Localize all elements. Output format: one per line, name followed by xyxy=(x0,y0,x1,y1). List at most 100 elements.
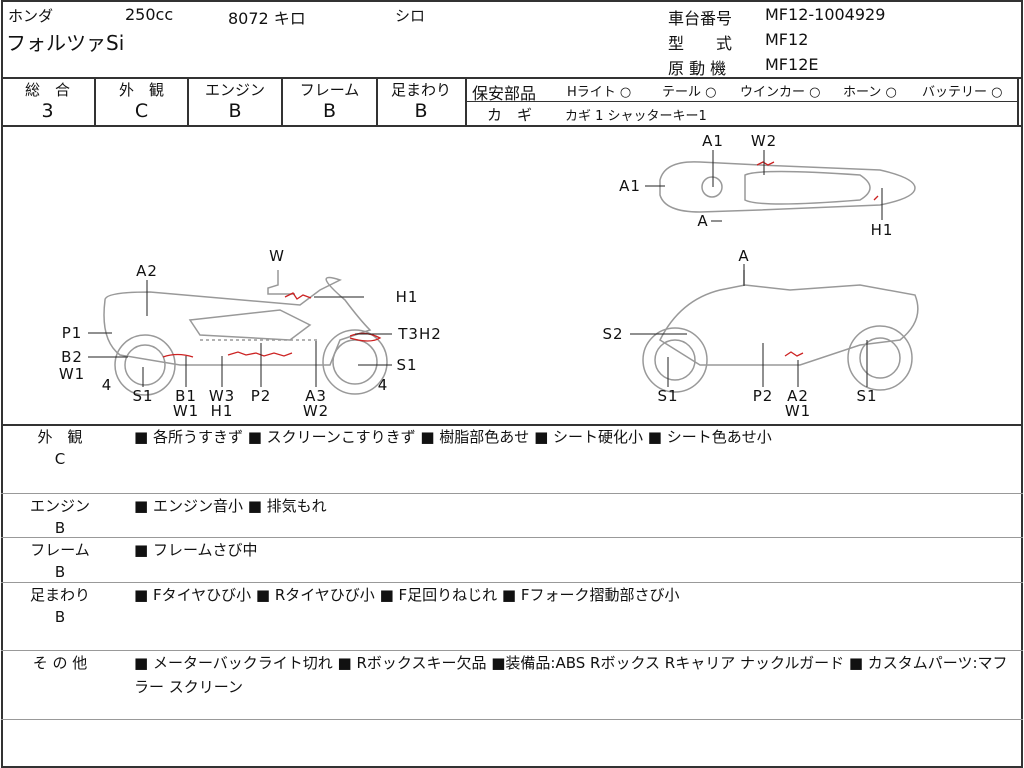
damage-label: S2 xyxy=(602,325,624,343)
divider xyxy=(1017,77,1019,126)
bike-diagram xyxy=(88,150,919,396)
divider xyxy=(1,582,1023,583)
damage-label: B1 xyxy=(175,387,197,405)
grade: B xyxy=(54,519,66,537)
grade-engine-label: エンジン xyxy=(204,81,265,99)
damage-label: W2 xyxy=(750,132,778,150)
key-label: カ ギ xyxy=(487,106,533,124)
maker: ホンダ xyxy=(8,7,54,25)
remark-frame-heading: フレーム B xyxy=(0,539,120,583)
divider xyxy=(1,424,1023,426)
remark-exterior-text: ■ 各所うすきず ■ スクリーンこすりきず ■ 樹脂部色あせ ■ シート硬化小 … xyxy=(134,428,772,446)
grade-suspension-value: B xyxy=(414,100,428,122)
grade-exterior-value: C xyxy=(134,100,149,122)
right-side-bike xyxy=(642,270,919,393)
tire-grade: 4 xyxy=(377,376,389,394)
divider xyxy=(467,101,1017,102)
damage-label: W1 xyxy=(172,402,200,420)
remark-other-heading: そ の 他 xyxy=(0,652,120,674)
damage-label: W3 xyxy=(208,387,236,405)
grade-suspension-label: 足まわり xyxy=(390,81,451,99)
safety-winker: ウインカー ○ xyxy=(740,81,821,100)
status-mark: ○ xyxy=(885,85,897,100)
divider xyxy=(1,719,1023,720)
remark-other-text: ■ メーターバックライト切れ ■ Rボックスキー欠品 ■装備品:ABS Rボック… xyxy=(134,654,1008,696)
damage-label: H1 xyxy=(210,402,234,420)
remark-engine-heading: エンジン B xyxy=(0,495,120,539)
divider xyxy=(1,125,1023,127)
divider xyxy=(376,77,378,126)
damage-label: T3H2 xyxy=(398,325,442,343)
damage-label: H1 xyxy=(395,288,419,306)
damage-label: A3 xyxy=(305,387,327,405)
item-name: テール xyxy=(662,85,702,100)
engine-value: MF12E xyxy=(765,55,819,74)
chassis-label: 車台番号 xyxy=(668,9,733,28)
grade-frame-value: B xyxy=(322,100,337,122)
damage-label: W2 xyxy=(302,402,330,420)
damage-label: A2 xyxy=(787,387,809,405)
chassis-value: MF12-1004929 xyxy=(765,5,886,24)
item-name: バッテリー xyxy=(922,85,988,100)
remark-suspension-text: ■ Fタイヤひび小 ■ Rタイヤひび小 ■ F足回りねじれ ■ Fフォーク摺動部… xyxy=(134,586,680,604)
damage-label: A1 xyxy=(702,132,724,150)
color: シロ xyxy=(395,7,426,25)
remark-frame-text: ■ フレームさび中 xyxy=(134,541,258,559)
heading: 外 観 xyxy=(37,428,83,446)
grade-overall-value: 3 xyxy=(41,100,54,122)
damage-label: P2 xyxy=(250,387,272,405)
label-leaders xyxy=(88,150,883,387)
top-view-bike xyxy=(659,161,916,213)
divider xyxy=(94,77,96,126)
damage-label: S1 xyxy=(856,387,878,405)
damage-label: W1 xyxy=(784,402,812,420)
mileage: 8072 キロ xyxy=(228,9,306,28)
item-name: ホーン xyxy=(843,85,882,100)
damage-label: B2 xyxy=(61,348,83,366)
heading: そ の 他 xyxy=(32,654,88,672)
heading: エンジン xyxy=(29,497,90,515)
status-mark: ○ xyxy=(809,85,821,100)
divider xyxy=(281,77,283,126)
left-side-bike xyxy=(103,270,388,396)
tire-grade: 4 xyxy=(101,376,113,394)
grade: B xyxy=(54,608,66,626)
grade-engine-value: B xyxy=(228,100,242,122)
displacement: 250cc xyxy=(125,5,174,24)
damage-label: A1 xyxy=(619,177,641,195)
model-name: フォルツァSi xyxy=(6,31,125,55)
grade-overall-label: 総 合 xyxy=(24,81,70,99)
grade-exterior-label: 外 観 xyxy=(118,81,164,99)
status-mark: ○ xyxy=(991,85,1003,100)
damage-label: A xyxy=(738,247,750,265)
damage-label: W1 xyxy=(58,365,86,383)
safety-horn: ホーン ○ xyxy=(843,81,897,100)
status-mark: ○ xyxy=(619,85,632,100)
safety-label: 保安部品 xyxy=(472,84,537,103)
damage-label: S1 xyxy=(657,387,679,405)
remark-exterior-heading: 外 観 C xyxy=(0,426,120,470)
divider xyxy=(1,650,1023,651)
damage-label: S1 xyxy=(132,387,154,405)
status-mark: ○ xyxy=(705,85,717,100)
damage-label: A2 xyxy=(136,262,158,280)
heading: フレーム xyxy=(30,541,90,559)
grade: B xyxy=(54,563,66,581)
remark-engine-text: ■ エンジン音小 ■ 排気もれ xyxy=(134,497,327,515)
grade: C xyxy=(54,450,66,468)
damage-label: W xyxy=(269,247,285,265)
item-name: Hライト xyxy=(567,85,616,100)
damage-label: H1 xyxy=(870,221,894,239)
key-value: カギ 1 シャッターキー1 xyxy=(565,109,707,124)
safety-battery: バッテリー ○ xyxy=(922,81,1003,100)
item-name: ウインカー xyxy=(740,85,806,100)
damage-label: A xyxy=(697,212,709,230)
grade-frame-label: フレーム xyxy=(299,81,360,99)
divider xyxy=(1,537,1023,538)
safety-tail: テール ○ xyxy=(662,81,717,100)
damage-label: P2 xyxy=(752,387,774,405)
type-label: 型 式 xyxy=(668,34,733,53)
divider xyxy=(1,77,1023,79)
divider xyxy=(465,77,467,126)
